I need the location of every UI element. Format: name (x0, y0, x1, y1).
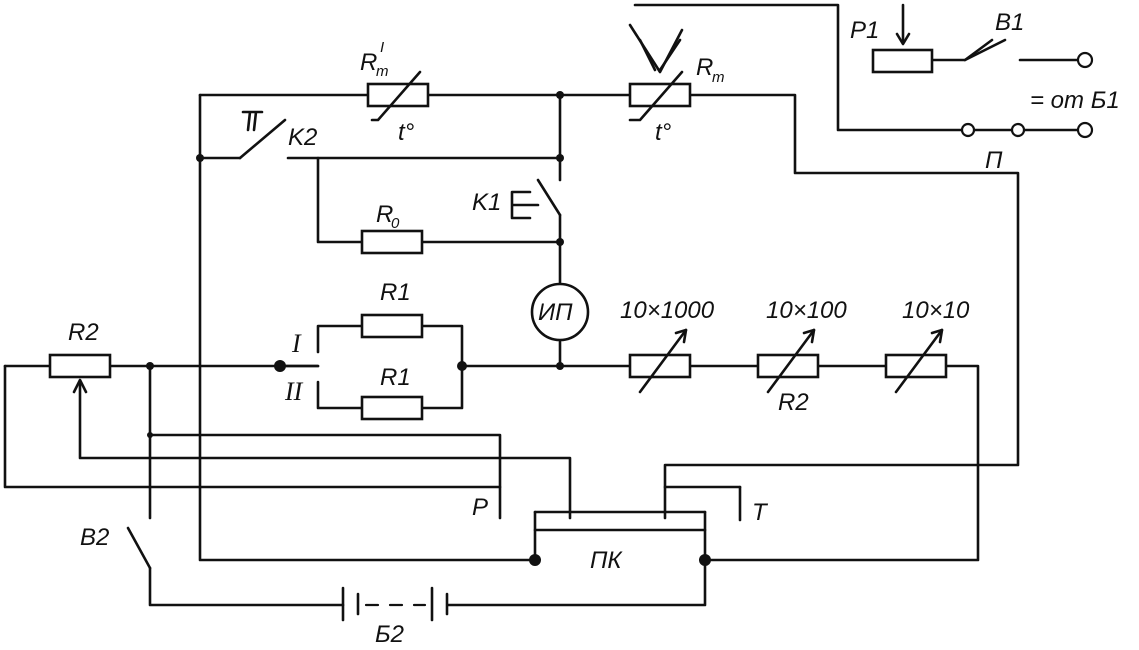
label-rt-prime-sub: т (376, 63, 389, 80)
thermistor-rt-prime (366, 70, 430, 122)
label-b2: Б2 (375, 621, 404, 648)
label-rt-prime: R (360, 49, 377, 76)
label-rt-prime-sup: I (380, 39, 384, 56)
potentiometer-r2 (48, 353, 112, 394)
label-contact-t: T (752, 499, 769, 526)
switch-k2 (238, 110, 287, 160)
label-decade-1000: 10×1000 (620, 297, 715, 324)
label-r2-potentiometer: R2 (68, 319, 99, 346)
meter-ip (530, 282, 590, 342)
label-v1: B1 (995, 9, 1024, 36)
label-r1-top: R1 (380, 279, 411, 306)
label-v2: B2 (80, 524, 109, 551)
resistor-r1-top (360, 313, 424, 339)
label-temp-1: t° (398, 119, 415, 146)
terminal-b1-plus (1076, 51, 1094, 69)
decade-10x10 (884, 328, 948, 394)
label-decade-10: 10×10 (902, 297, 970, 324)
junction-dots (146, 91, 711, 566)
label-rt-sub: т (712, 69, 725, 86)
switch-v1 (963, 38, 1007, 62)
terminal-b1-minus (1076, 121, 1094, 139)
label-rt: R (696, 54, 713, 81)
resistor-r0 (360, 229, 424, 255)
decade-10x1000 (628, 328, 692, 394)
label-position-two: II (284, 377, 304, 406)
label-temp-2: t° (655, 119, 672, 146)
label-from-b1: = от Б1 (1030, 87, 1120, 114)
resistor-r1-bottom (360, 395, 424, 421)
switch-v2 (126, 526, 152, 570)
potentiometer-p1 (871, 3, 934, 74)
label-meter: ИП (538, 299, 573, 326)
label-r1-bottom: R1 (380, 364, 411, 391)
label-pk: ПК (590, 547, 623, 574)
switch-k1 (510, 178, 562, 220)
labels: R т I t° R т t° P1 B1 = от Б1 П K2 K1 R … (68, 9, 1120, 648)
label-r0: R (376, 201, 393, 228)
label-decade-100: 10×100 (766, 297, 847, 324)
label-r0-sub: 0 (391, 215, 400, 232)
thermistor-rt (628, 23, 692, 122)
label-k2: K2 (288, 124, 317, 151)
label-r2-decade: R2 (778, 389, 809, 416)
label-contact-p: P (472, 494, 488, 521)
label-position-one: I (291, 329, 302, 358)
switch-p (960, 122, 1026, 138)
label-switch-p: П (985, 147, 1003, 174)
label-k1: K1 (472, 189, 501, 216)
label-p1: P1 (850, 17, 879, 44)
decade-10x100 (756, 328, 820, 394)
